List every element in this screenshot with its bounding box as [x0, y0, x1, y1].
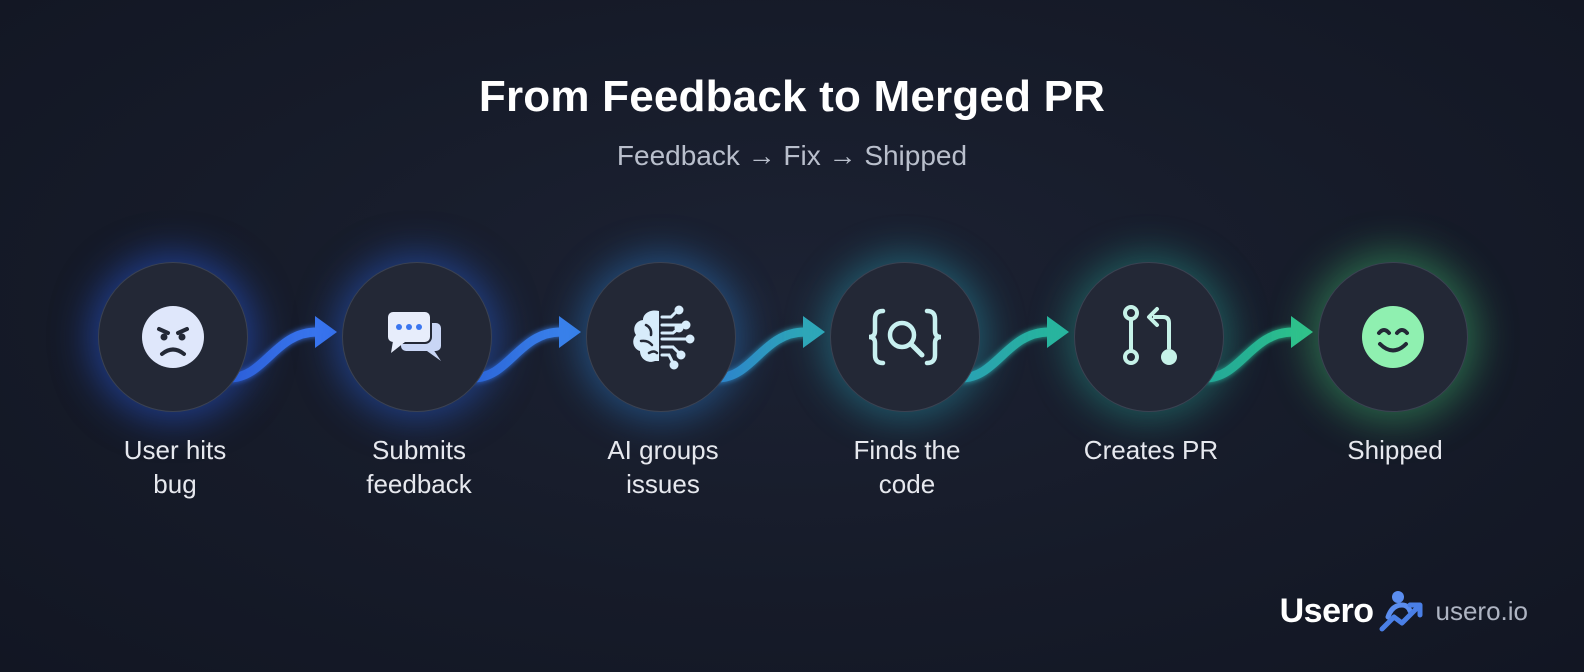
label-line: Finds the [853, 435, 961, 465]
step-circle [586, 262, 736, 412]
flow-arrow-4 [957, 316, 1069, 383]
label-line: Creates PR [1083, 435, 1219, 465]
flow-arrow-5 [1201, 316, 1313, 383]
step-circle [830, 262, 980, 412]
step-user-hits-bug [98, 262, 248, 412]
label-line: Submits [372, 435, 466, 465]
chat-bubbles-icon [386, 310, 441, 361]
flow-arrow-3 [713, 316, 825, 383]
step-circle [98, 262, 248, 412]
step-circle [342, 262, 492, 412]
label-line: issues [626, 469, 700, 499]
person-growth-icon [1379, 591, 1422, 632]
step-label: Shipped [1295, 433, 1495, 467]
step-creates-pr [1074, 262, 1224, 412]
smiling-face-icon [1362, 306, 1424, 368]
step-circle [1074, 262, 1224, 412]
step-label: User hits bug [75, 433, 275, 501]
step-label: AI groups issues [563, 433, 763, 501]
code-search-icon [868, 308, 942, 366]
brand-url[interactable]: usero.io [1435, 595, 1529, 626]
label-line: Shipped [1347, 435, 1443, 465]
step-label: Submits feedback [319, 433, 519, 501]
flow-arrow-2 [469, 316, 581, 383]
flow-arrow-1 [225, 316, 337, 383]
step-circle [1318, 262, 1468, 412]
step-shipped [1318, 262, 1468, 412]
step-ai-groups-issues [586, 262, 736, 412]
label-line: bug [153, 469, 197, 499]
frowning-face-icon [142, 306, 204, 368]
label-line: User hits [123, 435, 227, 465]
brand-logo: Usero usero.io [1280, 586, 1528, 636]
label-line: AI groups [607, 435, 719, 465]
label-line: feedback [366, 469, 472, 499]
pull-request-icon [1123, 305, 1177, 365]
step-label: Finds the code [807, 433, 1007, 501]
brand-name: Usero [1279, 591, 1374, 630]
step-finds-the-code [830, 262, 980, 412]
page-title: From Feedback to Merged PR [478, 72, 1106, 121]
brain-circuit-icon [633, 305, 695, 370]
step-label: Creates PR [1051, 433, 1251, 467]
page-subtitle: Feedback → Fix → Shipped [616, 140, 968, 171]
step-submits-feedback [342, 262, 492, 412]
label-line: code [878, 469, 936, 499]
